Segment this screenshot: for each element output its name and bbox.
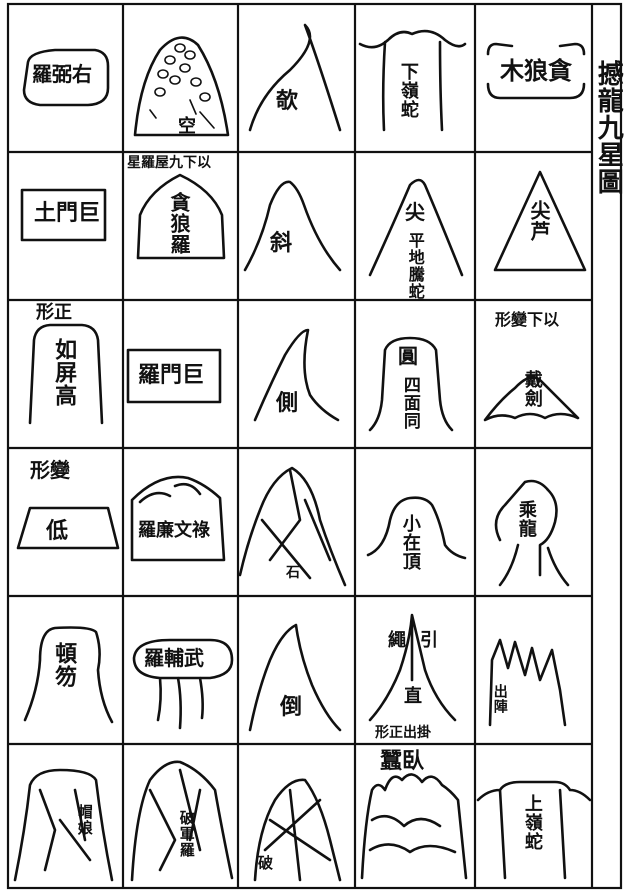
label-r1c5: 木狼貪	[500, 58, 572, 83]
caption-r6: 蠶臥	[380, 750, 424, 773]
label-r1c3: 欹	[276, 90, 298, 113]
label-r1c1: 羅弼右	[32, 64, 92, 85]
mountain-r2c3	[245, 182, 340, 270]
label-r1c2: 空	[178, 118, 196, 137]
label-r5c4-right: 引	[420, 632, 438, 651]
label-r5c1: 頓笏	[52, 642, 75, 688]
label-r3c4-body: 四面同	[400, 376, 418, 430]
label-r4c5: 乘龍	[516, 500, 535, 538]
label-r5c5: 出陣	[492, 684, 507, 714]
label-r2c5: 尖芦	[528, 200, 549, 242]
label-r3c3: 側	[276, 392, 298, 415]
label-r5c4-left: 繩	[388, 632, 406, 651]
mountain-r4c2	[132, 477, 224, 560]
label-r6c2: 破軍羅	[178, 810, 194, 858]
label-r4c4: 小在頂	[400, 514, 419, 571]
label-r4c2: 羅廉文祿	[138, 522, 210, 541]
label-r3c5: 戴劍	[522, 370, 541, 408]
label-r1c4: 下嶺蛇	[398, 62, 417, 119]
label-r2c3: 斜	[270, 232, 292, 255]
label-r5c3: 倒	[280, 696, 302, 719]
caption-r5c4: 形正出掛	[375, 726, 431, 741]
caption-r4: 形變	[30, 460, 70, 481]
label-r3c4-top: 圓	[398, 346, 418, 367]
label-r4c1: 低	[46, 520, 68, 543]
label-r6c3: 破	[258, 856, 273, 872]
label-r5c2: 羅輔武	[144, 648, 204, 669]
caption-r2: 星羅屋九下以	[127, 156, 211, 171]
label-r6c5: 上嶺蛇	[522, 794, 541, 851]
label-r2c4-top: 尖	[405, 202, 425, 223]
label-r5c4-mid: 直	[404, 688, 422, 707]
label-r6c1: 帽娘	[76, 804, 92, 836]
label-r2c1: 土門巨	[34, 202, 100, 225]
mountain-r6c1	[15, 770, 112, 880]
caption-r3-left: 形正	[36, 304, 72, 323]
label-r2c4-body: 平地騰蛇	[406, 232, 423, 300]
mountain-r1c3	[250, 25, 340, 130]
label-r3c2: 羅門巨	[138, 364, 204, 387]
label-r2c2: 貪狼羅	[168, 192, 189, 255]
diagram-title: 撼龍九星圖	[594, 60, 621, 195]
grid-lines	[8, 4, 621, 888]
caption-r3-right: 形變下以	[495, 312, 559, 329]
mountain-r6c4	[362, 774, 466, 878]
label-r3c1: 如屏高	[52, 338, 75, 407]
label-r4c3: 石	[286, 566, 300, 581]
